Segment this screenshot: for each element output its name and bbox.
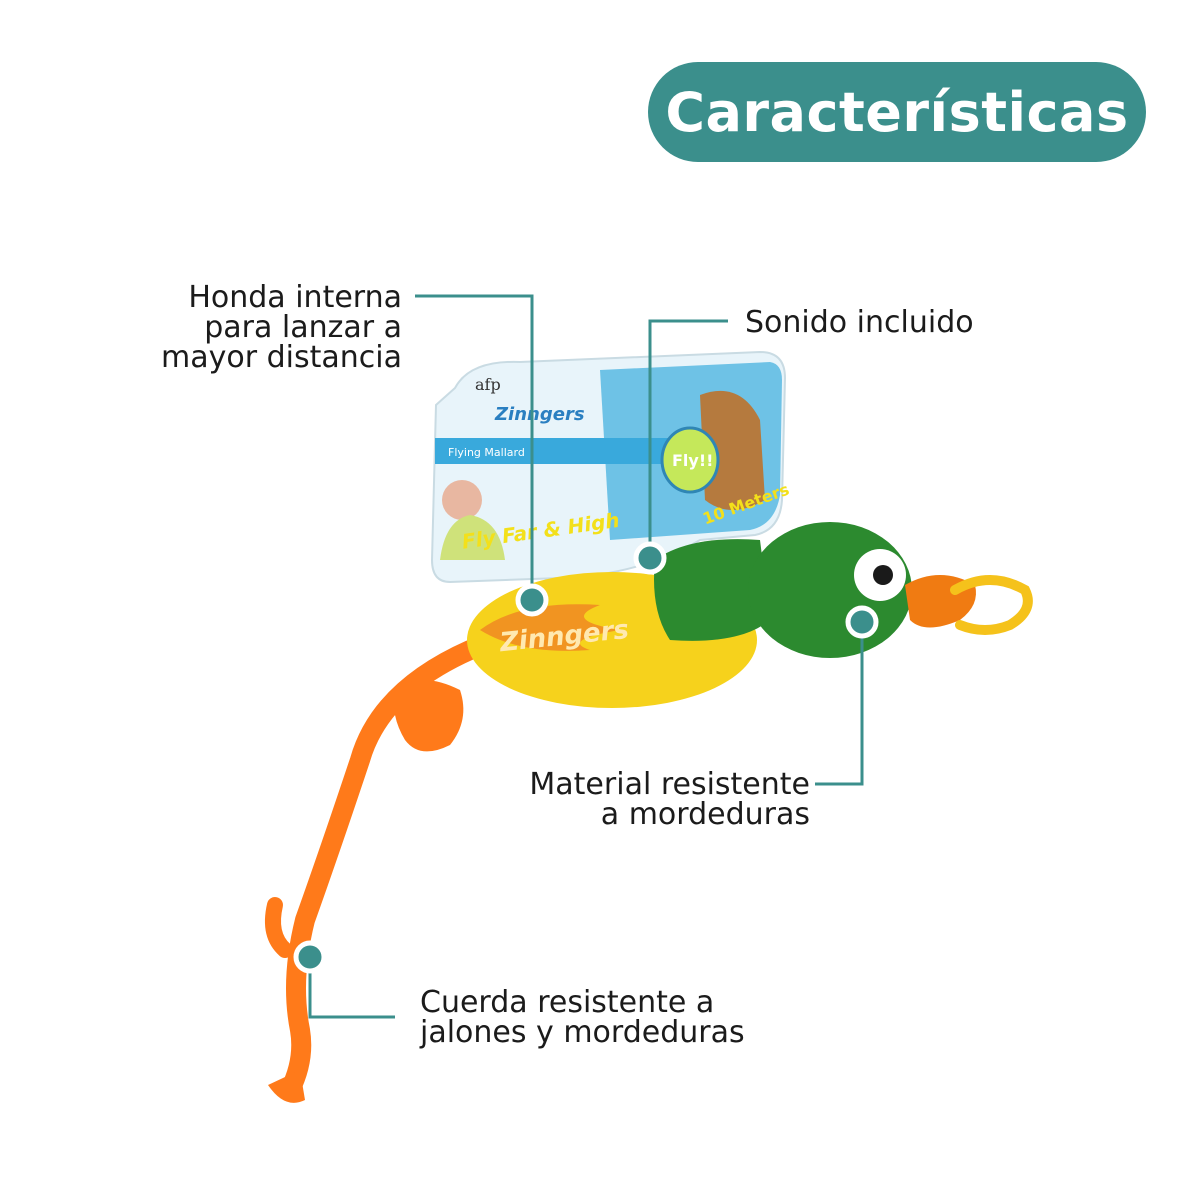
title-pill: Características <box>648 62 1146 162</box>
rope-legs <box>265 640 480 1103</box>
feature-line: Sonido incluido <box>745 305 974 340</box>
marker-honda <box>515 583 549 617</box>
page-title: Características <box>665 80 1129 144</box>
callout-markers <box>293 541 879 974</box>
brand-logo: afp <box>475 375 501 394</box>
feature-line: Cuerda resistente a <box>420 985 715 1020</box>
marker-sonido <box>633 541 667 575</box>
callout-line-honda <box>415 294 534 600</box>
callout-lines <box>308 294 864 1019</box>
marker-cuerda <box>293 940 327 974</box>
packaging-card: afp Zinngers Flying Mallard Fly Far & Hi… <box>430 350 792 584</box>
feature-line: mayor distancia <box>161 340 402 375</box>
feature-line: para lanzar a <box>204 310 402 345</box>
feature-line: Material resistente <box>529 767 810 802</box>
feature-line: jalones y mordeduras <box>420 1015 745 1050</box>
card-name: Flying Mallard <box>448 446 525 459</box>
feature-label-honda: Honda interna para lanzar a mayor distan… <box>130 283 402 373</box>
callout-line-sonido <box>648 319 728 558</box>
feature-line: a mordeduras <box>600 797 810 832</box>
fly-badge: Fly!! <box>672 451 713 470</box>
duck-head <box>654 522 1033 658</box>
feature-line: Honda interna <box>188 280 402 315</box>
line-logo: Zinngers <box>494 404 585 425</box>
feature-label-sonido: Sonido incluido <box>745 308 974 338</box>
callout-line-cuerda <box>308 957 395 1019</box>
marker-material <box>845 605 879 639</box>
feature-label-material: Material resistente a mordeduras <box>460 770 810 830</box>
callout-line-material <box>815 622 864 786</box>
feature-label-cuerda: Cuerda resistente a jalones y mordeduras <box>420 988 745 1048</box>
